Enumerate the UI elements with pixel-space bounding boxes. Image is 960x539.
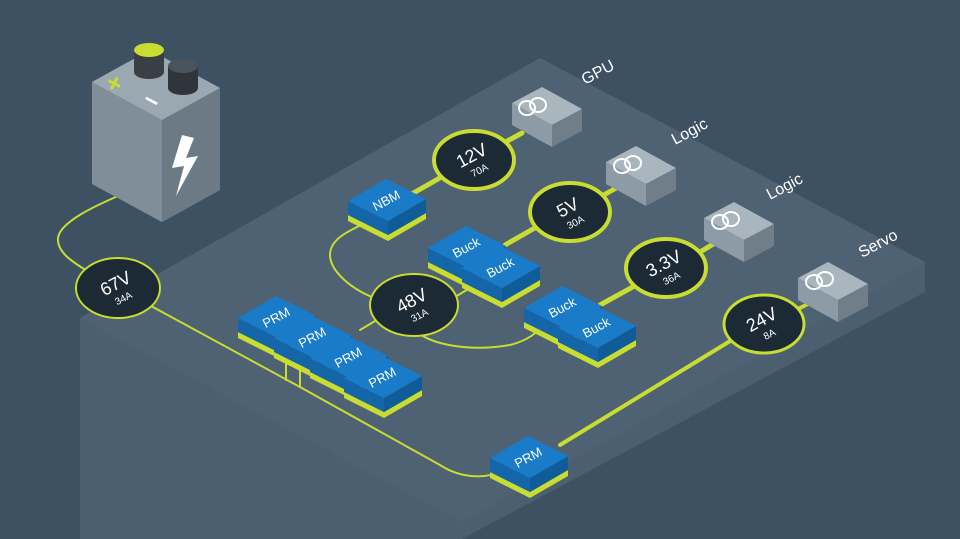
module-buck-a2: Buck <box>462 246 540 308</box>
node-logic-3v3: 3.3V 36A <box>624 237 708 299</box>
servo-rail-current: 8A <box>762 327 778 343</box>
module-prm-servo: PRM <box>490 436 568 498</box>
gpu-label: GPU <box>579 57 618 88</box>
lightning-bolt-icon <box>172 135 198 196</box>
module-prm-4: PRM <box>344 356 422 418</box>
battery: + – <box>92 43 220 222</box>
module-nbm: NBM <box>348 179 426 241</box>
module-buck-b1: Buck <box>524 286 602 348</box>
transformer-icon <box>613 155 642 174</box>
transformer-icon <box>711 211 740 230</box>
negative-terminal <box>168 59 198 95</box>
wire-nbm-to-12v <box>407 172 448 198</box>
node-logic-5v: 5V 30A <box>528 181 612 243</box>
wire-source-to-prm-bus <box>139 299 301 388</box>
module-buck-a1: Buck <box>428 226 506 288</box>
transformer-icon <box>518 97 547 116</box>
module-prm-3: PRM <box>310 336 388 398</box>
node-bus-48v: 48V 31A <box>369 273 459 337</box>
module-buck-b2: Buck <box>558 306 636 368</box>
node-source-67v: 67V 34A <box>75 257 161 319</box>
node-gpu-12v: 12V 70A <box>432 129 516 191</box>
wire-bus-to-nbm <box>329 219 381 301</box>
module-prm-2: PRM <box>274 316 352 378</box>
module-prm-1: PRM <box>238 296 316 358</box>
node-servo-24v: 24V 8A <box>722 293 806 355</box>
wire-servo-prm-to-24v <box>558 333 742 447</box>
transformer-icon <box>805 271 834 290</box>
positive-terminal <box>134 43 164 79</box>
